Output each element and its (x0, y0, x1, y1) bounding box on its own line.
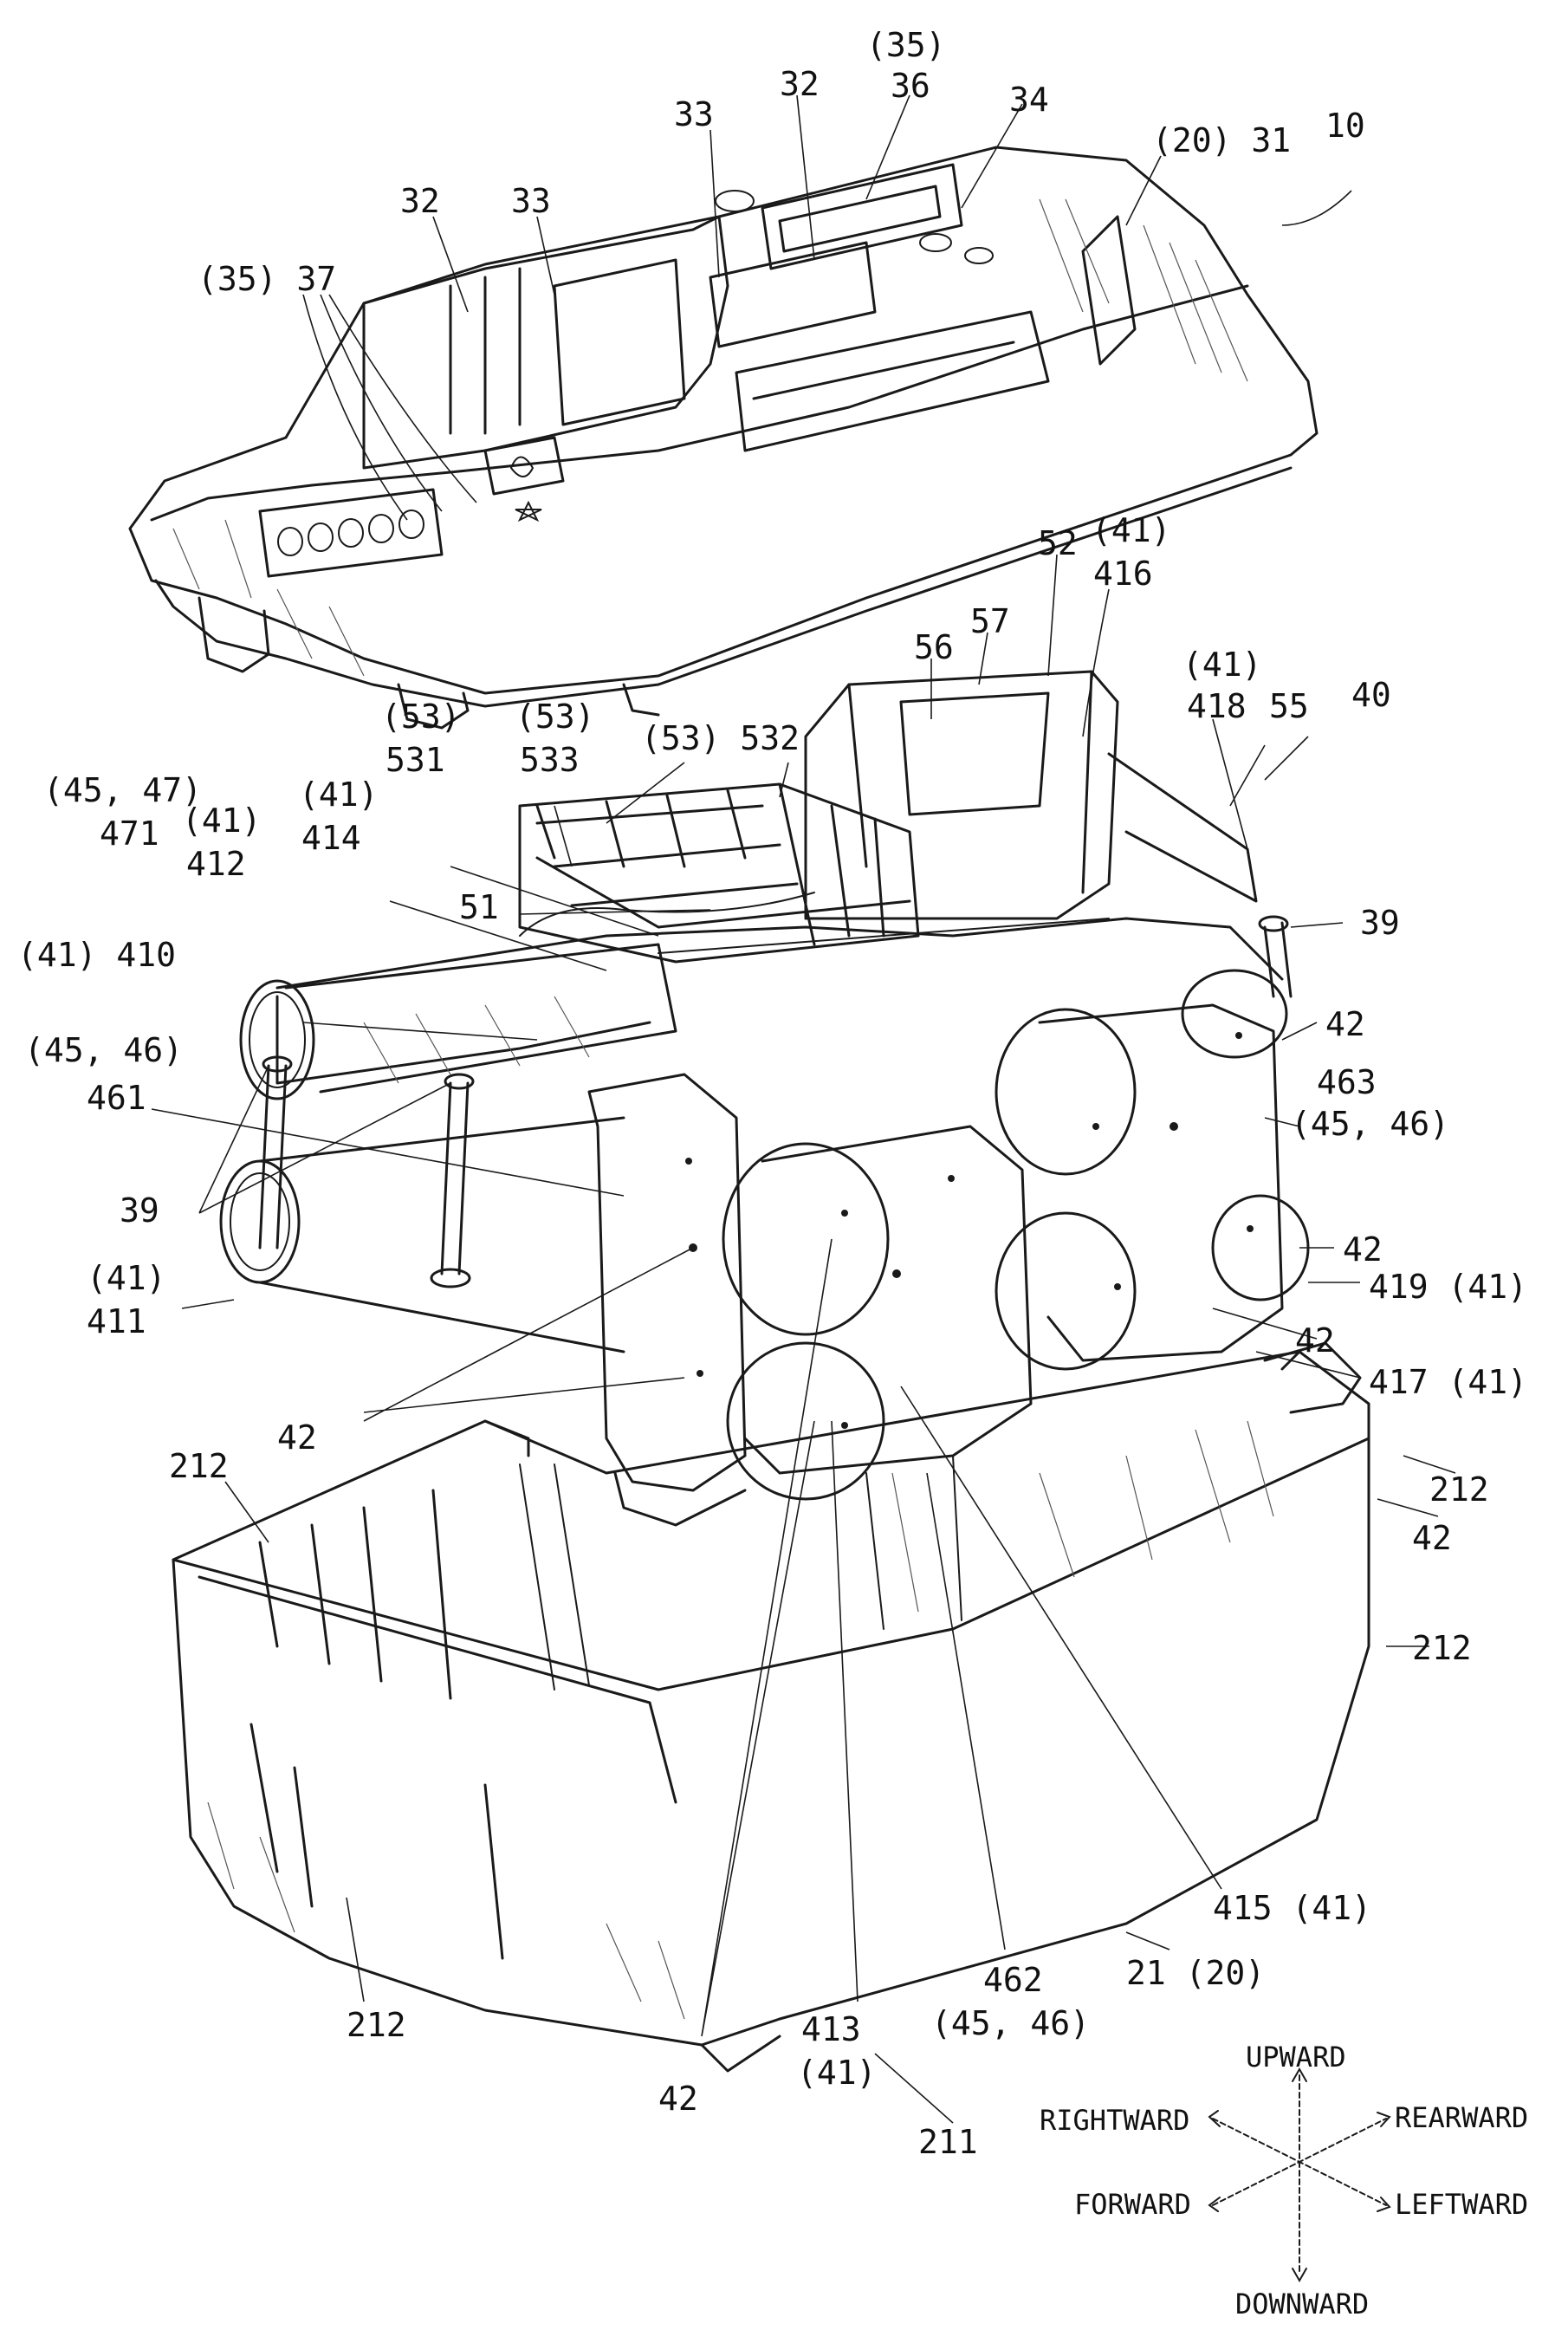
ref-51: 51 (459, 888, 499, 926)
direction-rearward: REARWARD (1395, 2101, 1528, 2134)
ref-41-412a: (41) (182, 802, 262, 840)
ref-42-c: 42 (1295, 1321, 1335, 1360)
ref-53-533b: 533 (520, 741, 580, 779)
ref-42-e: 42 (1412, 1519, 1452, 1557)
reference-labels: (35) 36 34 32 33 (20) 31 10 32 33 (35) 3… (17, 26, 1527, 2161)
direction-leftward: LEFTWARD (1395, 2188, 1528, 2221)
led-row (278, 510, 424, 555)
ref-419: 419 (41) (1369, 1268, 1527, 1306)
ref-413: 413 (801, 2010, 861, 2048)
ref-41-414b: 414 (301, 819, 361, 857)
ref-41-418a: (41) (1182, 646, 1262, 684)
ref-40: 40 (1351, 676, 1391, 714)
circuit-holder-part (520, 672, 1256, 962)
ref-212-b: 212 (1429, 1470, 1489, 1509)
ref-42-a: 42 (1325, 1005, 1365, 1043)
ref-212-d: 212 (347, 2006, 406, 2044)
ref-53-531a: (53) (381, 698, 461, 736)
ref-34: 34 (1009, 81, 1049, 119)
ref-42-d: 42 (277, 1418, 317, 1457)
ref-41-418b: 418 (1187, 687, 1247, 725)
ref-41-411b: 411 (87, 1302, 146, 1340)
direction-downward: DOWNWARD (1235, 2288, 1369, 2320)
ref-41-413: (41) (797, 2054, 877, 2092)
ref-417: 417 (41) (1369, 1363, 1527, 1401)
ref-35-top: (35) (866, 26, 946, 64)
ref-462: 462 (983, 1961, 1043, 1999)
ref-41-416b: 416 (1093, 555, 1153, 593)
ref-41-410: (41) 410 (17, 936, 176, 974)
ref-32-top: 32 (780, 65, 820, 103)
ref-41-411a: (41) (87, 1259, 166, 1297)
ref-57: 57 (970, 602, 1010, 640)
ref-211: 211 (918, 2123, 978, 2161)
ref-45-46-461b: 461 (87, 1079, 146, 1117)
ref-36: 36 (891, 67, 930, 105)
ref-463: 463 (1317, 1063, 1377, 1101)
ref-45-47b: 471 (100, 815, 159, 853)
ref-45-47a: (45, 47) (43, 771, 202, 809)
ref-39-right: 39 (1360, 904, 1400, 942)
ref-45-46-462: (45, 46) (931, 2004, 1090, 2042)
ref-41-416a: (41) (1092, 511, 1171, 549)
ref-41-412b: 412 (186, 845, 246, 883)
ref-212-a: 212 (169, 1447, 229, 1485)
direction-forward: FORWARD (1074, 2188, 1191, 2221)
ref-42-b: 42 (1343, 1230, 1383, 1269)
ref-45-46-463: (45, 46) (1291, 1105, 1449, 1143)
cell-assembly-part (221, 892, 1308, 1525)
ref-39-left: 39 (120, 1191, 159, 1230)
leader-lines (152, 95, 1455, 2123)
ref-10: 10 (1325, 107, 1365, 145)
ref-415: 415 (41) (1213, 1889, 1371, 1927)
ref-53-533a: (53) (515, 698, 595, 736)
ref-33-left: 33 (511, 182, 551, 220)
direction-upward: UPWARD (1246, 2041, 1346, 2074)
direction-rightward: RIGHTWARD (1040, 2104, 1189, 2137)
ref-32-left: 32 (400, 182, 440, 220)
ref-21-20: 21 (20) (1126, 1954, 1265, 1992)
ref-53-531b: 531 (386, 741, 445, 779)
ref-42-f: 42 (658, 2080, 698, 2118)
ref-52: 52 (1038, 524, 1078, 562)
ref-212-c: 212 (1412, 1629, 1472, 1667)
ref-53-532: (53) 532 (641, 719, 800, 757)
ref-35-37: (35) 37 (198, 260, 336, 298)
ref-56: 56 (914, 628, 954, 666)
ref-45-46-461a: (45, 46) (24, 1031, 183, 1069)
ref-33-top-mid: 33 (674, 95, 714, 133)
direction-indicator: UPWARD REARWARD RIGHTWARD FORWARD LEFTWA… (1040, 2041, 1528, 2320)
ref-41-414a: (41) (299, 776, 379, 814)
ref-55: 55 (1269, 687, 1309, 725)
ref-20-31: (20) 31 (1152, 121, 1291, 159)
upper-case-part (130, 147, 1317, 728)
